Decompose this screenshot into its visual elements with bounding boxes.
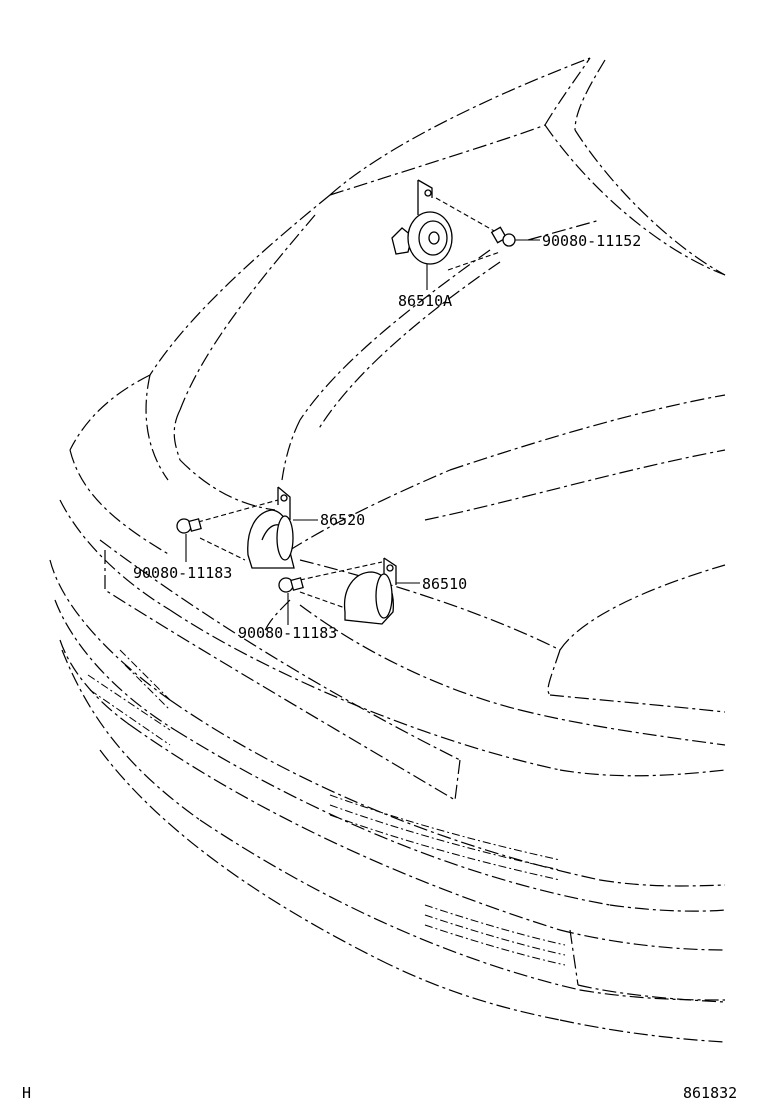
label-90080-11152: 90080-11152 — [542, 232, 641, 250]
vehicle-body-outline — [49, 57, 726, 1043]
label-90080-11183-center: 90080-11183 — [238, 624, 337, 642]
bolt-90080-11152[interactable] — [435, 197, 540, 271]
label-90080-11183-left: 90080-11183 — [133, 564, 232, 582]
diagram-number: 861832 — [683, 1084, 737, 1102]
label-86520: 86520 — [320, 511, 365, 529]
bolt-90080-11183-center[interactable] — [278, 561, 383, 625]
label-86510: 86510 — [422, 575, 467, 593]
label-86510A: 86510A — [398, 292, 452, 310]
horn-86520[interactable] — [247, 486, 318, 569]
horn-86510A[interactable] — [391, 179, 453, 290]
bolt-90080-11183-left[interactable] — [176, 499, 279, 562]
horn-86510[interactable] — [343, 557, 420, 625]
footer-left-code: H — [22, 1084, 31, 1102]
